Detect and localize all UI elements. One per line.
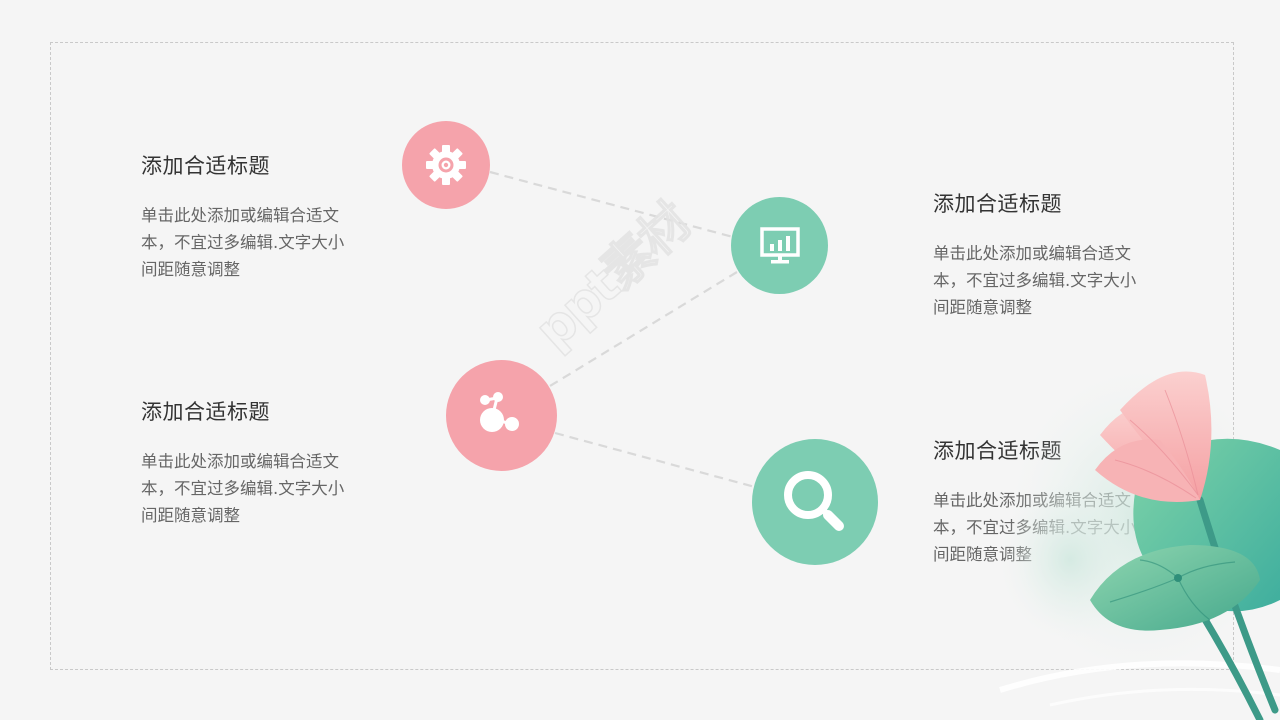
connector-line-1-2 [489, 170, 734, 239]
magnifier-icon [784, 471, 844, 531]
block-title[interactable]: 添加合适标题 [141, 154, 270, 178]
lotus-illustration [999, 370, 1280, 720]
node-gear[interactable] [402, 121, 490, 209]
dashed-content-frame [50, 42, 1234, 670]
connector-line-3-4 [554, 431, 756, 489]
node-magnifier[interactable] [752, 439, 878, 565]
monitor-chart-icon [759, 226, 800, 263]
block-description[interactable]: 单击此处添加或编辑合适文本，不宜过多编辑.文字大小间距随意调整 [933, 244, 1137, 317]
text-block-3: 添加合适标题 单击此处添加或编辑合适文本，不宜过多编辑.文字大小间距随意调整 [141, 398, 371, 529]
text-block-2: 添加合适标题 单击此处添加或编辑合适文本，不宜过多编辑.文字大小间距随意调整 [933, 190, 1163, 321]
text-block-1: 添加合适标题 单击此处添加或编辑合适文本，不宜过多编辑.文字大小间距随意调整 [141, 152, 371, 283]
node-monitor-chart[interactable] [731, 197, 828, 294]
block-title[interactable]: 添加合适标题 [141, 400, 270, 424]
block-title[interactable]: 添加合适标题 [933, 192, 1062, 216]
connector-line-2-3 [549, 271, 738, 387]
gear-icon [426, 145, 466, 185]
block-description[interactable]: 单击此处添加或编辑合适文本，不宜过多编辑.文字大小间距随意调整 [141, 206, 345, 279]
molecule-icon [479, 391, 519, 432]
block-description[interactable]: 单击此处添加或编辑合适文本，不宜过多编辑.文字大小间距随意调整 [141, 452, 345, 525]
node-molecule[interactable] [446, 360, 557, 471]
